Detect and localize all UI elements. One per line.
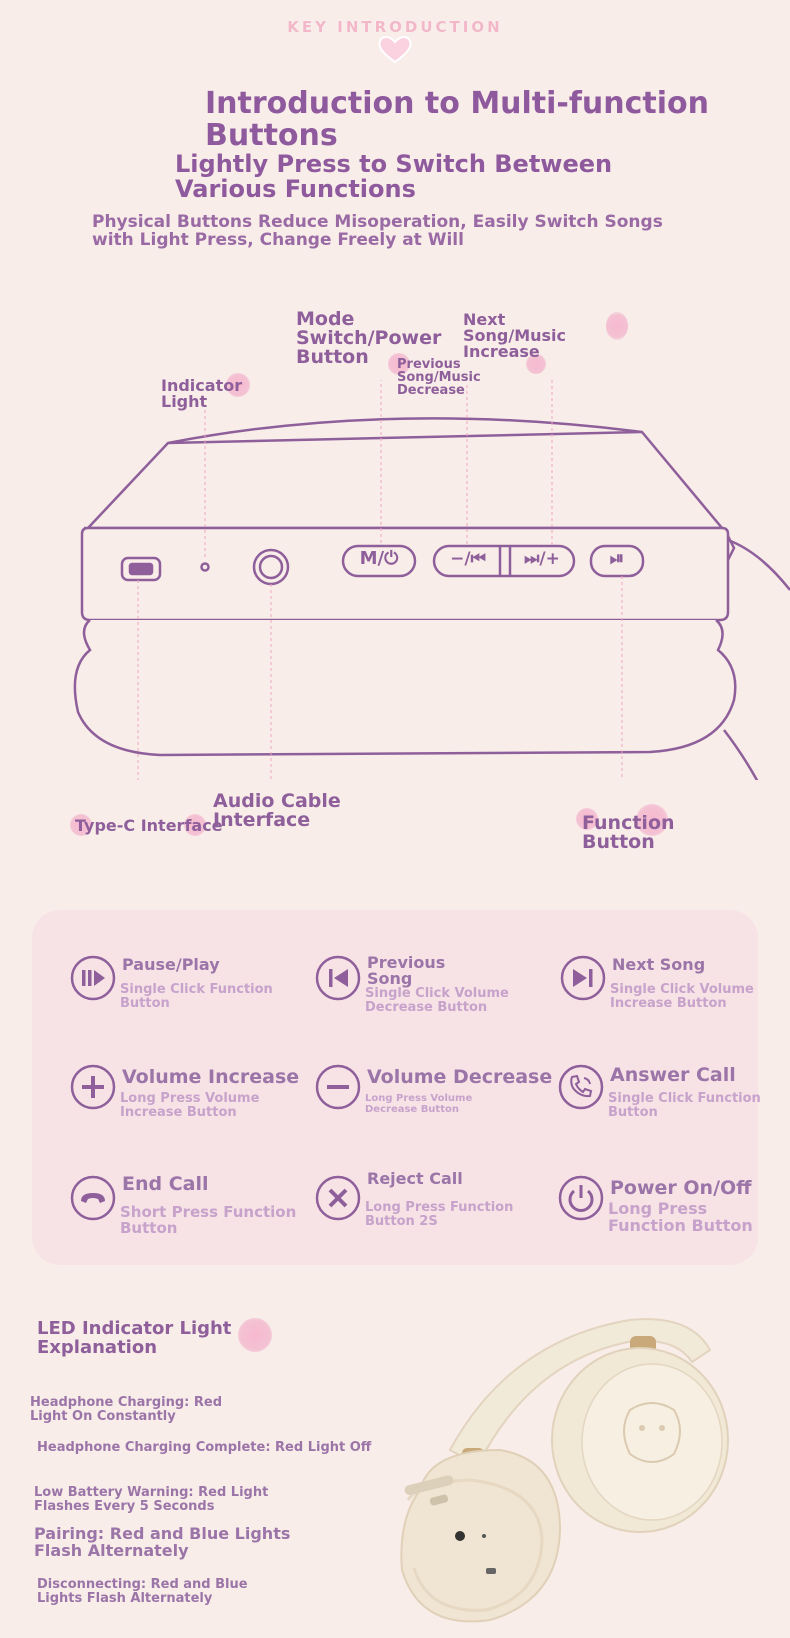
heart-icon <box>378 36 412 64</box>
feature-name: Reject Call <box>367 1169 463 1188</box>
feature-desc: Short Press Function Button <box>120 1203 297 1237</box>
feature-desc: Single Click Volume Increase Button <box>610 982 754 1011</box>
plus-icon <box>70 1064 116 1110</box>
feature-desc: Long Press Function Button <box>608 1199 753 1235</box>
next-icon <box>560 955 606 1001</box>
pink-dot <box>606 312 628 340</box>
pink-dot <box>238 1318 272 1352</box>
feature-desc: Single Click Volume Decrease Button <box>365 986 509 1015</box>
callout-type-c: Type-C Interface <box>75 816 223 835</box>
led-item-pairing: Pairing: Red and Blue Lights Flash Alter… <box>34 1524 291 1560</box>
feature-name: End Call <box>122 1173 209 1195</box>
feature-next-song: Next Song Single Click Volume Increase B… <box>560 955 790 1065</box>
led-item-low-battery: Low Battery Warning: Red Light Flashes E… <box>34 1485 269 1514</box>
pink-dot <box>636 804 668 836</box>
page-tagline: Physical Buttons Reduce Misoperation, Ea… <box>92 212 663 250</box>
feature-previous-song: Previous Song Single Click Volume Decrea… <box>315 955 550 1065</box>
feature-reject-call: Reject Call Long Press Function Button 2… <box>315 1171 550 1285</box>
phone-icon <box>558 1064 604 1110</box>
minus-icon <box>315 1064 361 1110</box>
pink-dot <box>576 808 598 830</box>
feature-name: Volume Increase <box>122 1066 300 1088</box>
feature-desc: Single Click Function Button <box>120 982 273 1011</box>
callout-previous-song: Previous Song/Music Decrease <box>397 357 481 398</box>
feature-pause-play: Pause/Play Single Click Function Button <box>70 955 305 1065</box>
previous-icon <box>315 955 361 1001</box>
feature-name: Answer Call <box>610 1064 736 1086</box>
callout-next-song: Next Song/Music Increase <box>463 310 567 361</box>
feature-desc: Long Press Volume Decrease Button <box>365 1093 473 1115</box>
feature-name: Next Song <box>612 955 706 974</box>
pink-dot <box>388 353 410 375</box>
pink-dot <box>526 354 546 374</box>
feature-power-on-off: Power On/Off Long Press Function Button <box>558 1175 790 1285</box>
pink-dot <box>184 814 206 836</box>
play-pause-icon <box>70 955 116 1001</box>
feature-desc: Long Press Function Button 2S <box>365 1200 514 1229</box>
previous-key: −/⏮ <box>450 549 486 569</box>
page-subtitle: Lightly Press to Switch Between Various … <box>175 150 613 204</box>
feature-name: Pause/Play <box>122 955 220 974</box>
callout-indicator-light: Indicator Light <box>161 376 243 411</box>
hangup-icon <box>70 1175 116 1221</box>
led-item-charging: Headphone Charging: Red Light On Constan… <box>30 1395 223 1424</box>
led-section-title: LED Indicator Light Explanation <box>37 1318 232 1358</box>
feature-desc: Single Click Function Button <box>608 1091 761 1120</box>
headphone-product-image <box>400 1318 729 1623</box>
features-panel <box>32 910 758 1265</box>
pink-dot <box>226 373 250 397</box>
feature-name: Previous Song <box>367 953 446 988</box>
mode-power-key: M/⏻ <box>359 548 399 569</box>
x-icon <box>315 1175 361 1221</box>
feature-volume-increase: Volume Increase Long Press Volume Increa… <box>70 1064 305 1174</box>
feature-answer-call: Answer Call Single Click Function Button <box>558 1064 790 1174</box>
feature-desc: Long Press Volume Increase Button <box>120 1091 260 1120</box>
next-key: ⏭/+ <box>524 549 560 569</box>
callout-mode-switch: Mode Switch/Power Button <box>296 308 442 368</box>
callout-function-button: Function Button <box>582 812 675 853</box>
page-title: Introduction to Multi-function Buttons <box>205 86 710 153</box>
feature-name: Power On/Off <box>610 1177 752 1199</box>
power-icon <box>558 1175 604 1221</box>
led-item-charged: Headphone Charging Complete: Red Light O… <box>37 1440 372 1455</box>
play-pause-key: ⏯ <box>609 548 625 569</box>
section-kicker: KEY INTRODUCTION <box>287 18 503 36</box>
led-item-disconnecting: Disconnecting: Red and Blue Lights Flash… <box>37 1577 248 1606</box>
feature-volume-decrease: Volume Decrease Long Press Volume Decrea… <box>315 1064 552 1174</box>
headphone-diagram <box>73 380 790 780</box>
pink-dot <box>70 814 92 836</box>
callout-audio-cable: Audio Cable Interface <box>213 790 341 831</box>
feature-end-call: End Call Short Press Function Button <box>70 1175 305 1285</box>
feature-name: Volume Decrease <box>367 1066 553 1088</box>
